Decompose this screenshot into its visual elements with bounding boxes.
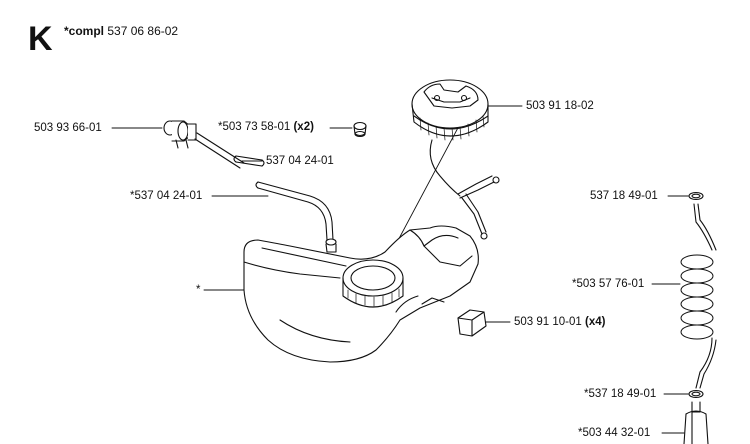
label-hose-lower: *537 04 24-01 bbox=[130, 190, 203, 202]
rubber-pad-part bbox=[457, 309, 487, 337]
label-grommet-number: *503 73 58-01 bbox=[218, 121, 291, 133]
label-o-ring-bottom: *537 18 49-01 bbox=[584, 388, 657, 400]
label-o-ring-top: 537 18 49-01 bbox=[590, 190, 658, 202]
label-hose-upper: 537 04 24-01 bbox=[266, 155, 334, 167]
label-pad: 503 91 10-01 (x4) bbox=[514, 316, 605, 329]
label-fuel-filter: *503 44 32-01 bbox=[578, 427, 651, 439]
compl-prefix: *compl bbox=[64, 24, 105, 38]
label-pad-number: 503 91 10-01 bbox=[514, 316, 582, 328]
label-grommet-qty: (x2) bbox=[293, 121, 314, 133]
section-letter: K bbox=[28, 20, 53, 58]
fuel-filter-part bbox=[683, 401, 709, 444]
primer-bulb-part bbox=[163, 120, 245, 169]
label-fuel-tank: * bbox=[196, 284, 201, 296]
o-ring-top-part bbox=[688, 191, 704, 201]
complete-assembly-label: *compl 537 06 86-02 bbox=[64, 24, 178, 38]
fuel-cap-part bbox=[411, 79, 500, 240]
grommet-part bbox=[353, 121, 367, 138]
label-fuel-cap: 503 91 18-02 bbox=[526, 100, 594, 112]
label-grommet: *503 73 58-01 (x2) bbox=[218, 121, 314, 134]
fuel-tank-part bbox=[243, 225, 479, 363]
label-pad-qty: (x4) bbox=[585, 316, 606, 328]
spring-hose-part bbox=[680, 203, 717, 389]
label-spring-hose: *503 57 76-01 bbox=[572, 278, 645, 290]
upper-hose-part bbox=[233, 155, 265, 167]
compl-number: 537 06 86-02 bbox=[107, 24, 179, 38]
lower-hose-part bbox=[255, 181, 337, 253]
label-primer-bulb: 503 93 66-01 bbox=[34, 122, 102, 134]
o-ring-bottom-part bbox=[688, 389, 704, 399]
